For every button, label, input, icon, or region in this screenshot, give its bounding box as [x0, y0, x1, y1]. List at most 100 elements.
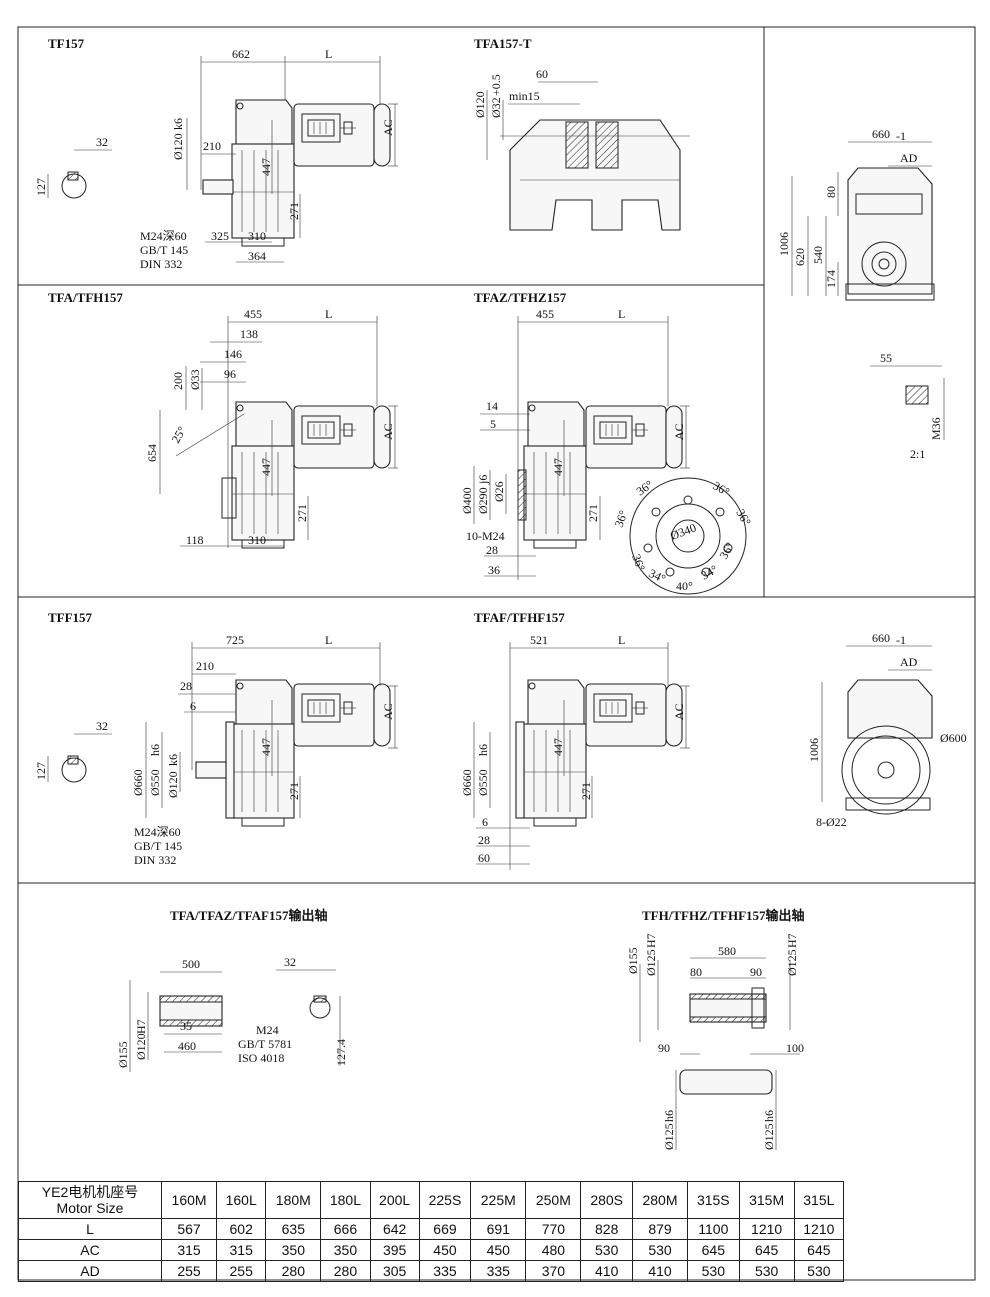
size-cell: 225S [418, 1181, 472, 1219]
angle-4: 36° [612, 508, 631, 529]
view-title: TFF157 [48, 610, 93, 625]
dim-AD: AD [900, 151, 918, 165]
dim-96: 96 [224, 367, 236, 381]
dim-271: 271 [287, 202, 301, 220]
dim-55: 55 [880, 351, 892, 365]
dim-L: L [325, 633, 332, 647]
dim-271: 271 [295, 504, 309, 522]
dim-138: 138 [240, 327, 258, 341]
dim-200: 200 [171, 372, 185, 390]
dim-AC: AC [381, 703, 395, 720]
dim-60: 60 [478, 851, 490, 865]
size-cell: 280S [580, 1181, 633, 1219]
dim-455: 455 [536, 307, 554, 321]
value-cell: 691 [470, 1218, 527, 1240]
size-cell: 315S [687, 1181, 740, 1219]
dim-d120: Ø120 [473, 91, 487, 118]
dim-1006: 1006 [777, 232, 791, 256]
value-cell: 305 [369, 1260, 420, 1282]
view-shaft-a: TFA/TFAZ/TFAF157输出轴 500 35 460 Ø155 Ø120… [116, 908, 348, 1072]
table-row: AC 315 315 350 350 395 450 450 480 530 5… [18, 1239, 845, 1261]
angle-1: 36° [634, 477, 656, 498]
dim-d120: Ø120 [134, 1033, 148, 1060]
size-cell: 280M [631, 1181, 689, 1219]
dim-d155: Ø155 [116, 1041, 130, 1068]
value-cell: 645 [738, 1239, 795, 1261]
dim-146: 146 [224, 347, 242, 361]
view-tff157: TFF157 725 L 210 28 6 AC 447 271 Ø660 Ø5… [34, 610, 398, 867]
view-title: TFA/TFH157 [48, 290, 123, 305]
flange-circle [841, 725, 931, 815]
dim-min15: min15 [509, 89, 540, 103]
size-cell: 225M [470, 1181, 527, 1219]
value-cell: 370 [525, 1260, 582, 1282]
dim-447: 447 [551, 738, 565, 756]
dim-460: 460 [178, 1039, 196, 1053]
value-cell: 280 [320, 1260, 371, 1282]
value-cell: 450 [418, 1239, 472, 1261]
size-cell: 180M [265, 1181, 322, 1219]
note-line-3: DIN 332 [134, 853, 176, 867]
value-cell: 567 [160, 1218, 218, 1240]
dim-d550: Ø550 [476, 769, 490, 796]
value-cell: 770 [525, 1218, 582, 1240]
dim-d32-tol: +0.5 [489, 74, 503, 96]
dim-660: 660 [872, 631, 890, 645]
dim-500: 500 [182, 957, 200, 971]
dim-725: 725 [226, 633, 244, 647]
dim-L: L [325, 47, 332, 61]
dim-d290-tol: j6 [476, 475, 490, 485]
dim-210: 210 [203, 139, 221, 153]
dim-80: 80 [824, 186, 838, 198]
value-cell: 642 [369, 1218, 420, 1240]
dim-80: 80 [690, 965, 702, 979]
dim-90-b: 90 [658, 1041, 670, 1055]
view-tfaz-tfhz157: TFAZ/TFHZ157 455 L 14 5 AC 447 271 Ø400 … [460, 290, 754, 595]
dim-271: 271 [579, 782, 593, 800]
row-label: AC [18, 1239, 162, 1261]
value-cell: 450 [470, 1239, 527, 1261]
value-cell: 530 [631, 1239, 689, 1261]
gearmotor-outline [231, 679, 391, 827]
table-row: L 567 602 635 666 642 669 691 770 828 87… [18, 1218, 845, 1240]
size-cell: 160L [216, 1181, 267, 1219]
flange-circle [629, 477, 747, 595]
dim-d125-a: Ø125 [644, 949, 658, 976]
dim-d120: Ø120 [166, 771, 180, 798]
dim-d125-d: Ø125 [762, 1123, 776, 1150]
dim-447: 447 [551, 458, 565, 476]
value-cell: 669 [418, 1218, 472, 1240]
note-line-3: DIN 332 [140, 257, 182, 271]
dim-25deg: 25° [168, 424, 189, 446]
view-title: TFAZ/TFHZ157 [474, 290, 567, 305]
dim-100: 100 [786, 1041, 804, 1055]
table-header-cn: YE2电机机座号 [41, 1184, 139, 1200]
dim-5: 5 [490, 417, 496, 431]
value-cell: 410 [631, 1260, 689, 1282]
dim-521: 521 [530, 633, 548, 647]
dim-10-M24: 10-M24 [466, 529, 505, 543]
dim-35: 35 [180, 1019, 192, 1033]
dim-310: 310 [248, 533, 266, 547]
gearmotor-outline [231, 401, 391, 549]
table-header-en: Motor Size [56, 1200, 124, 1216]
dim-L: L [618, 633, 625, 647]
value-cell: 1210 [738, 1218, 795, 1240]
detail-scale: 2:1 [910, 447, 925, 461]
note-line-3: ISO 4018 [238, 1051, 284, 1065]
view-shaft-h: TFH/TFHZ/TFHF157输出轴 580 80 90 Ø155 Ø125 … [626, 908, 805, 1150]
size-cell: 315L [793, 1181, 845, 1219]
value-cell: 635 [265, 1218, 322, 1240]
value-cell: 530 [687, 1260, 740, 1282]
value-cell: 350 [265, 1239, 322, 1261]
row-label: L [18, 1218, 162, 1240]
angle-2: 36° [711, 478, 733, 499]
table-header-cell: YE2电机机座号 Motor Size [18, 1181, 162, 1219]
dim-AC: AC [381, 119, 395, 136]
view-title: TFAF/TFHF157 [474, 610, 565, 625]
value-cell: 350 [320, 1239, 371, 1261]
dim-447: 447 [259, 738, 273, 756]
dim-d660: Ø660 [131, 769, 145, 796]
value-cell: 1210 [793, 1218, 845, 1240]
dim-AC: AC [672, 423, 686, 440]
